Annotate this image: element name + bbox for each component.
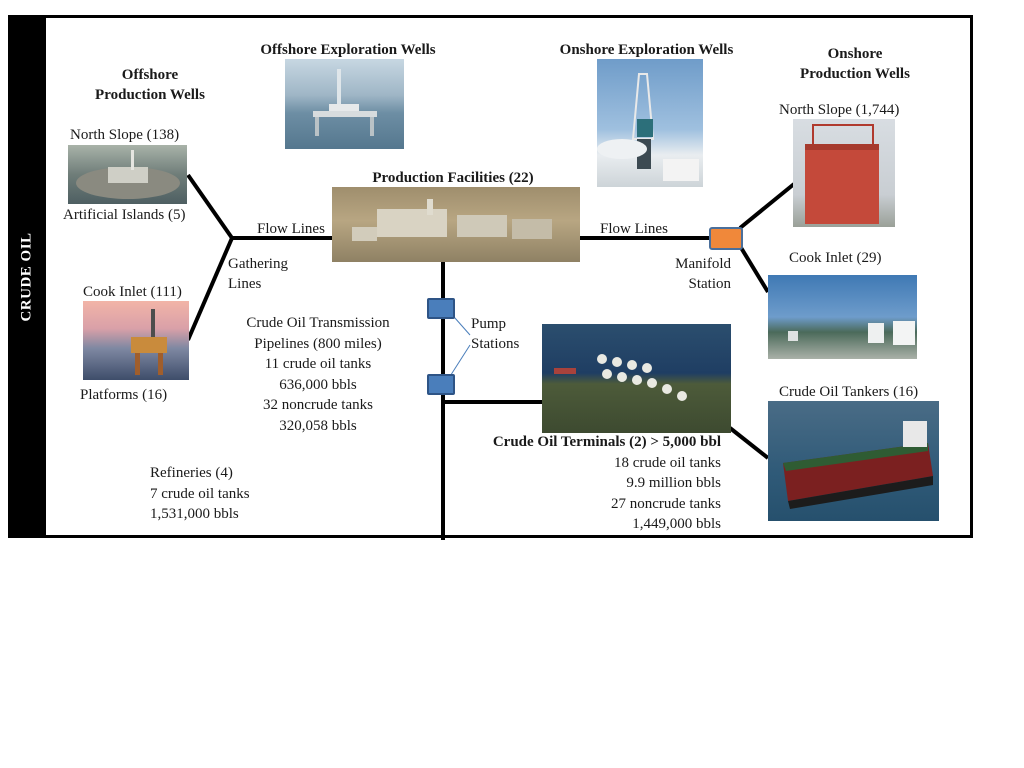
transmission-line: Pipelines (800 miles): [254, 335, 382, 352]
production-facilities-label: Production Facilities (22): [372, 170, 534, 186]
flow-lines-left-label: Flow Lines: [257, 221, 325, 237]
offshore-production-wells-line2: Production Wells: [95, 87, 205, 103]
terminals-line: 27 noncrude tanks: [611, 495, 721, 512]
offshore-exploration-wells-heading: Offshore Exploration Wells: [260, 42, 436, 58]
refineries-info: Refineries (4) 7 crude oil tanks 1,531,0…: [150, 463, 250, 525]
transmission-line: 636,000 bbls: [279, 376, 357, 393]
cook-inlet-offshore-label: Cook Inlet (111): [83, 284, 182, 300]
terminals-line: 18 crude oil tanks: [613, 454, 721, 471]
terminals-title: Crude Oil Terminals (2) > 5,000 bbl: [492, 434, 721, 450]
transmission-line: 32 noncrude tanks: [263, 397, 373, 413]
onshore-production-wells-line1: Onshore: [827, 46, 883, 62]
crude-oil-tankers-label: Crude Oil Tankers (16): [779, 384, 919, 400]
onshore-exploration-photo: [597, 59, 703, 187]
offshore-exploration-photo: [285, 59, 404, 149]
onshore-exploration-wells-heading: Onshore Exploration Wells: [559, 42, 734, 58]
pump-stations-label: Pump Stations: [471, 314, 519, 354]
refineries-line: 7 crude oil tanks: [150, 485, 250, 502]
cook-inlet-onshore-photo: [768, 275, 917, 359]
terminals-line: 9.9 million bbls: [626, 475, 721, 491]
north-slope-onshore-label: North Slope (1,744): [779, 102, 900, 118]
pump-stations-line2: Stations: [471, 336, 520, 352]
transmission-line: 11 crude oil tanks: [264, 356, 372, 372]
transmission-line: 320,058 bbls: [279, 417, 357, 434]
north-slope-offshore-label: North Slope (138): [70, 127, 180, 143]
refineries-line: 1,531,000 bbls: [150, 506, 239, 522]
pump-station-upper: [427, 298, 455, 319]
artificial-islands-label: Artificial Islands (5): [63, 207, 186, 223]
transmission-info: Crude Oil Transmission Pipelines (800 mi…: [233, 313, 403, 436]
offshore-production-wells-line1: Offshore: [121, 67, 179, 83]
gathering-lines-line1: Gathering: [228, 256, 288, 272]
tanker-photo: [768, 401, 939, 521]
flow-lines-right-label: Flow Lines: [600, 221, 668, 237]
north-slope-onshore-photo: [793, 119, 895, 227]
terminal-photo: [542, 324, 731, 433]
manifold-station-box: [709, 227, 743, 250]
refineries-line: Refineries (4): [150, 465, 233, 481]
platform-photo: [83, 301, 189, 380]
production-facilities-photo: [332, 187, 580, 262]
terminals-line: 1,449,000 bbls: [632, 516, 721, 532]
cook-inlet-onshore-label: Cook Inlet (29): [789, 250, 882, 266]
transmission-line: Crude Oil Transmission: [246, 315, 390, 331]
manifold-station-line2: Station: [688, 276, 731, 292]
platforms-label: Platforms (16): [80, 387, 168, 403]
onshore-production-wells-line2: Production Wells: [800, 66, 910, 82]
onshore-production-wells-heading: Onshore Production Wells: [785, 44, 925, 84]
gathering-lines-label: Gathering Lines: [228, 254, 288, 294]
pump-stations-line1: Pump: [471, 316, 507, 332]
sidebar: [8, 15, 46, 538]
offshore-production-wells-heading: Offshore Production Wells: [80, 65, 220, 105]
gathering-lines-line2: Lines: [228, 276, 262, 292]
terminals-info: Crude Oil Terminals (2) > 5,000 bbl 18 c…: [455, 432, 721, 535]
pump-station-lower: [427, 374, 455, 395]
manifold-station-label: Manifold Station: [640, 254, 731, 294]
manifold-station-line1: Manifold: [675, 256, 731, 272]
artificial-island-photo: [68, 145, 187, 204]
